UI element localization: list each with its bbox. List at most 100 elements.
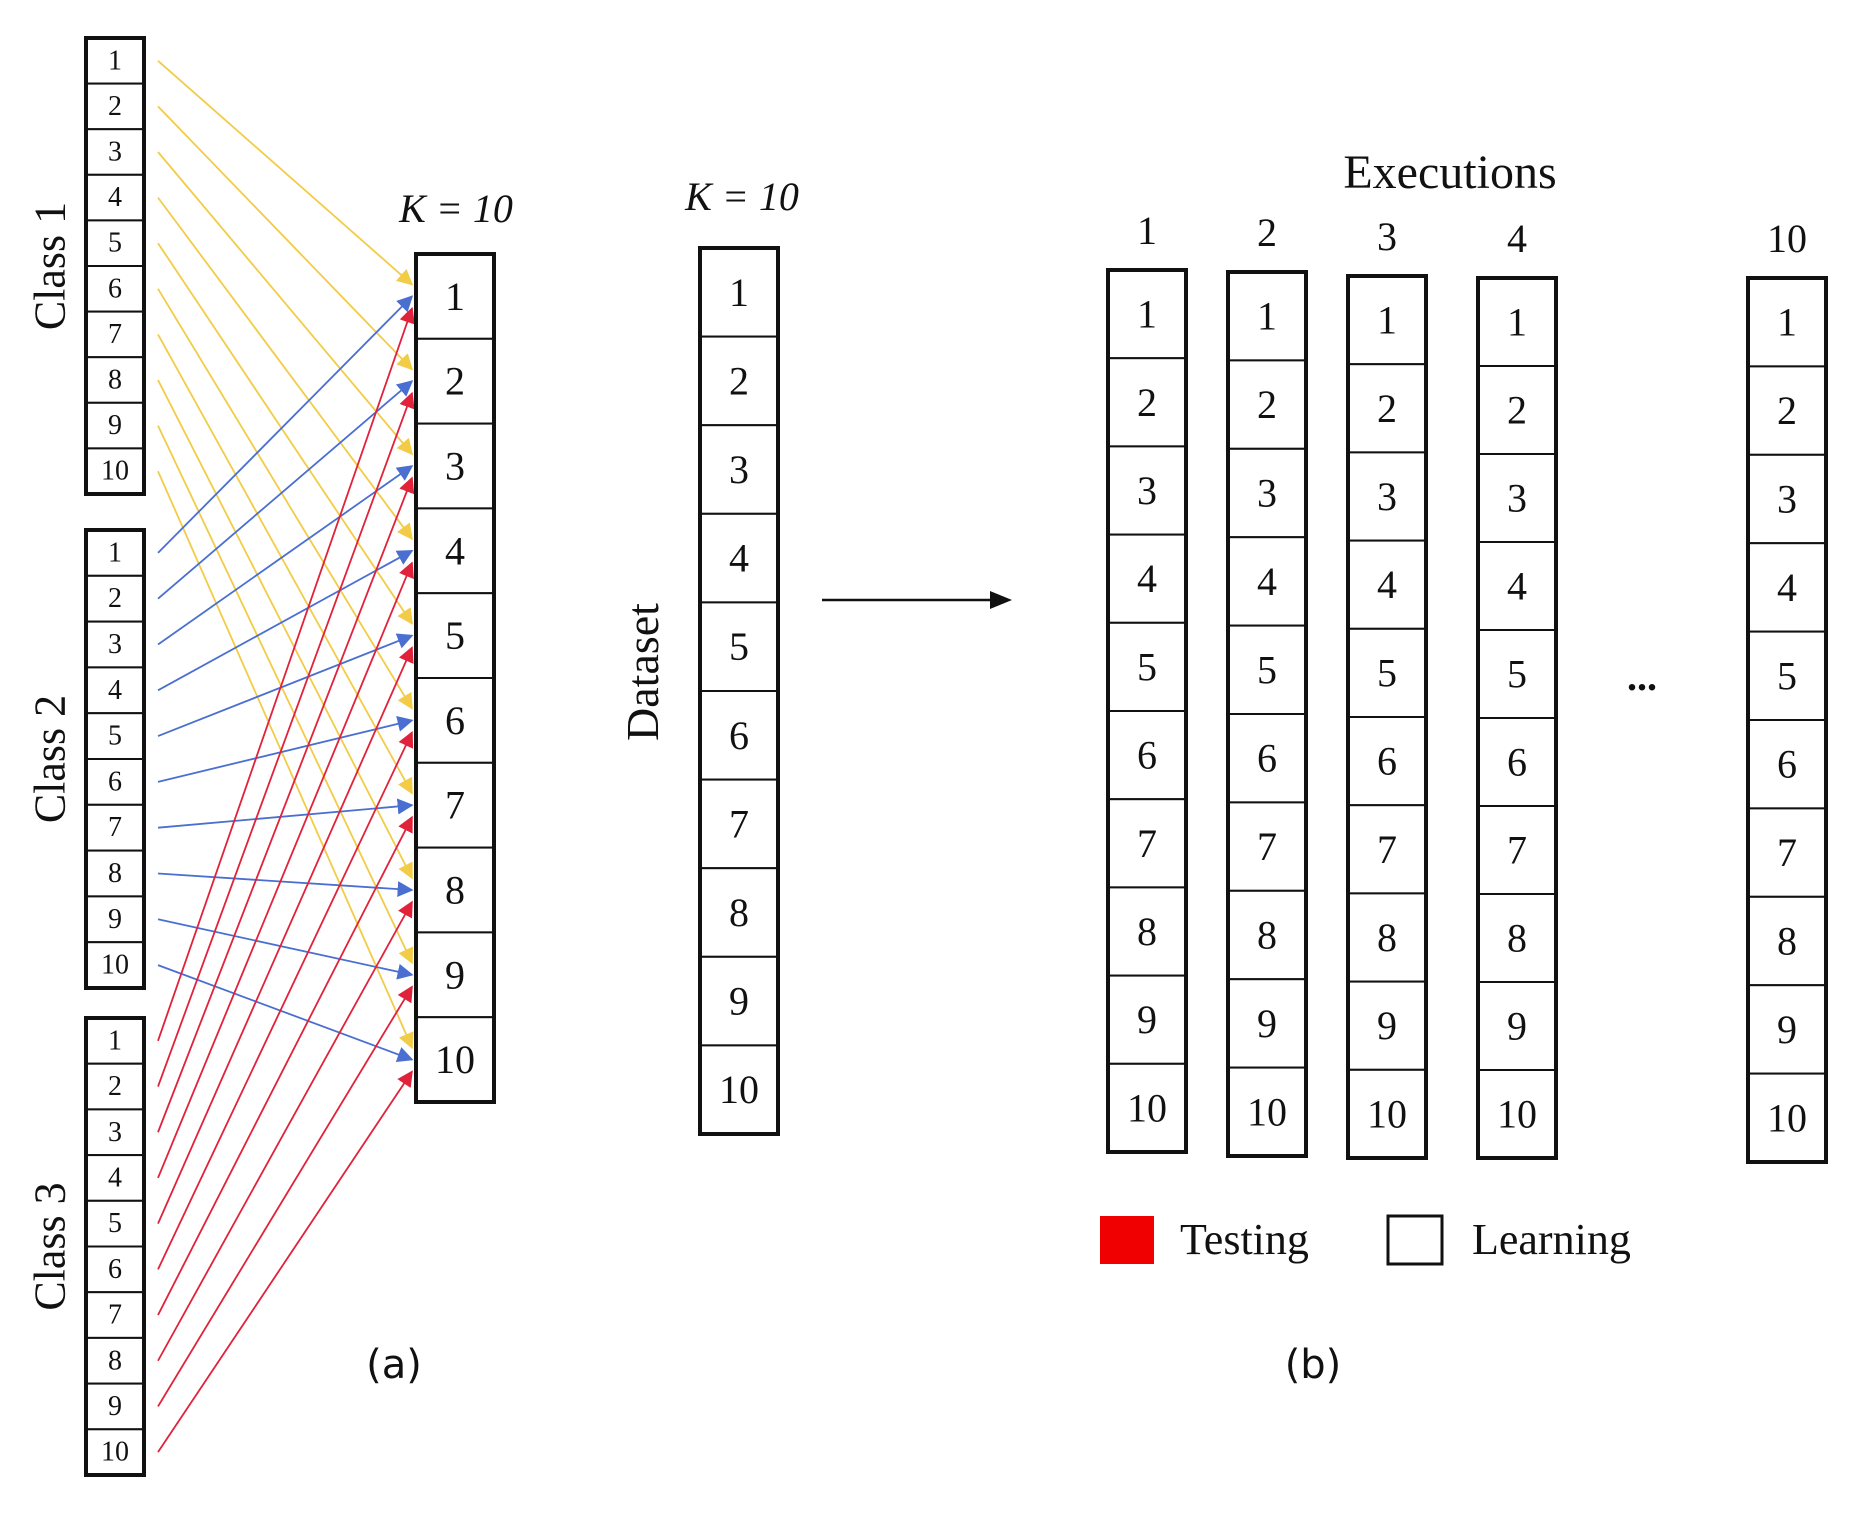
testing-fold-cell <box>1227 978 1307 1069</box>
fold-cell <box>415 253 495 340</box>
assignment-arrow <box>157 151 414 456</box>
class-1-cell <box>85 447 145 495</box>
execution-frame <box>1346 274 1428 1160</box>
execution-cell-label: 7 <box>1777 830 1797 875</box>
fold-cell <box>415 422 495 510</box>
execution-cell-label: 9 <box>1257 1001 1277 1046</box>
dataset-cell-label: 1 <box>729 270 749 315</box>
execution-cell-label: 7 <box>1137 821 1157 866</box>
class-cell-label: 4 <box>108 675 122 706</box>
execution-cell-label: 2 <box>1377 386 1397 431</box>
execution-cell-label: 8 <box>1257 913 1277 958</box>
assignment-arrow <box>157 1070 413 1453</box>
caption-b: (b) <box>1285 1342 1342 1388</box>
execution-cell-label: 2 <box>1777 388 1797 433</box>
execution-cell-label: 3 <box>1777 477 1797 522</box>
class-cell-label: 8 <box>108 1345 122 1376</box>
learning-fold-cell <box>1107 710 1187 801</box>
class-cell-label: 6 <box>108 766 122 797</box>
learning-fold-cell <box>1347 451 1427 542</box>
assignment-arrow <box>157 476 415 1133</box>
execution-cell-label: 2 <box>1137 380 1157 425</box>
class-cell-label: 9 <box>108 1391 122 1422</box>
execution-cell-label: 10 <box>1127 1085 1167 1130</box>
assignment-arrow <box>157 425 414 965</box>
fold-cell <box>415 1016 495 1104</box>
class-3-frame <box>84 1016 146 1477</box>
caption-a: (a) <box>366 1342 422 1388</box>
learning-fold-cell <box>1227 447 1307 539</box>
class-cell-label: 2 <box>108 1071 122 1102</box>
panel-b: 1234567891011234567891021234567891031234… <box>698 208 1828 1266</box>
assignment-arrow <box>157 716 414 783</box>
legend-label: Testing <box>1180 1215 1309 1264</box>
assignment-arrow <box>157 964 414 1063</box>
legend-label: Learning <box>1472 1215 1631 1264</box>
assignment-arrow <box>157 197 413 541</box>
class-cell-label: 5 <box>108 1208 122 1239</box>
assignment-arrow <box>157 985 413 1407</box>
execution-cell-label: 8 <box>1507 916 1527 961</box>
learning-fold-cell <box>1107 886 1187 977</box>
class-cell-label: 1 <box>108 45 122 76</box>
testing-fold-cell <box>1107 1062 1187 1154</box>
dataset-cell-label: 9 <box>729 979 749 1024</box>
class-label: Class 2 <box>26 695 75 823</box>
assignment-arrow <box>157 872 414 898</box>
class-cell-label: 6 <box>108 273 122 304</box>
dataset-heading: K = 10 <box>684 174 799 219</box>
learning-fold-cell <box>1477 1069 1557 1159</box>
fold-cell <box>415 931 495 1019</box>
execution-cell-label: 1 <box>1257 294 1277 339</box>
fold-cell-label: 2 <box>445 359 465 404</box>
assignment-arrow <box>157 730 414 1270</box>
execution-cell-label: 3 <box>1377 474 1397 519</box>
execution-frame <box>1106 268 1188 1154</box>
execution-cell-label: 8 <box>1137 909 1157 954</box>
execution-label: 10 <box>1767 216 1807 261</box>
fold-cell-label: 7 <box>445 783 465 828</box>
fold-cell-label: 5 <box>445 613 465 658</box>
dataset-cell <box>699 778 779 870</box>
class-1-cell <box>85 310 145 359</box>
dataset-cell-label: 3 <box>729 447 749 492</box>
class-cell-label: 5 <box>108 721 122 752</box>
fold-cell <box>415 677 495 764</box>
execution-cell-label: 10 <box>1247 1089 1287 1134</box>
dataset-cell-label: 6 <box>729 713 749 758</box>
dataset-cell <box>699 601 779 693</box>
execution-cell-label: 3 <box>1257 471 1277 516</box>
class-cell-label: 9 <box>108 410 122 441</box>
learning-fold-cell <box>1747 807 1827 898</box>
learning-fold-cell <box>1347 1068 1427 1160</box>
fold-cell-label: 9 <box>445 952 465 997</box>
class-label: Class 3 <box>26 1182 75 1310</box>
learning-fold-cell <box>1227 536 1307 627</box>
execution-cell-label: 7 <box>1377 827 1397 872</box>
learning-swatch <box>1386 1214 1444 1266</box>
execution-cell-label: 10 <box>1497 1092 1537 1137</box>
assignment-arrow <box>157 918 414 980</box>
execution-cell-label: 9 <box>1377 1003 1397 1048</box>
fold-cell-label: 3 <box>445 444 465 489</box>
fold-heading: K = 10 <box>398 186 513 231</box>
learning-fold-cell <box>1107 621 1187 712</box>
class-2-cell <box>85 803 145 852</box>
class-1-cell <box>85 356 145 404</box>
dataset-frame <box>698 246 780 1136</box>
assignment-arrow <box>157 470 414 1050</box>
dataset-cell-label: 8 <box>729 890 749 935</box>
execution-frame <box>1746 276 1828 1164</box>
class-cell-label: 3 <box>108 1117 122 1148</box>
assignment-arrow <box>157 379 413 880</box>
execution-cell-label: 5 <box>1777 653 1797 698</box>
